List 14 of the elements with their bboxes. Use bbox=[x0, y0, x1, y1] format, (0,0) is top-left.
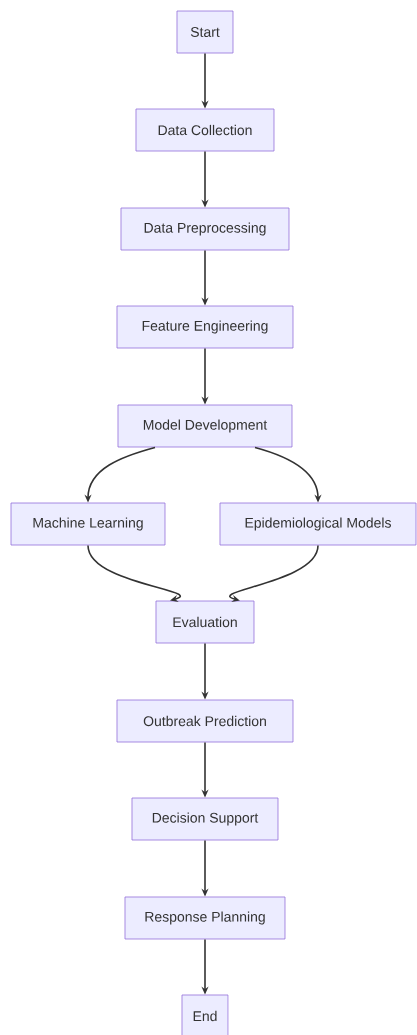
process-box: Outbreak Prediction bbox=[116, 699, 294, 743]
process-box: Data Collection bbox=[135, 108, 275, 152]
process-box: Data Preprocessing bbox=[120, 207, 290, 251]
process-box: Epidemiological Models bbox=[219, 502, 417, 546]
process-box: Decision Support bbox=[131, 797, 279, 841]
arrow bbox=[87, 544, 181, 602]
process-box: Machine Learning bbox=[10, 502, 166, 546]
process-box: End bbox=[181, 994, 229, 1035]
process-box: Start bbox=[176, 10, 234, 54]
process-box: Evaluation bbox=[155, 600, 255, 644]
process-box: Response Planning bbox=[124, 896, 286, 940]
process-box: Feature Engineering bbox=[116, 305, 294, 349]
process-box: Model Development bbox=[117, 404, 293, 448]
arrow bbox=[229, 544, 319, 602]
